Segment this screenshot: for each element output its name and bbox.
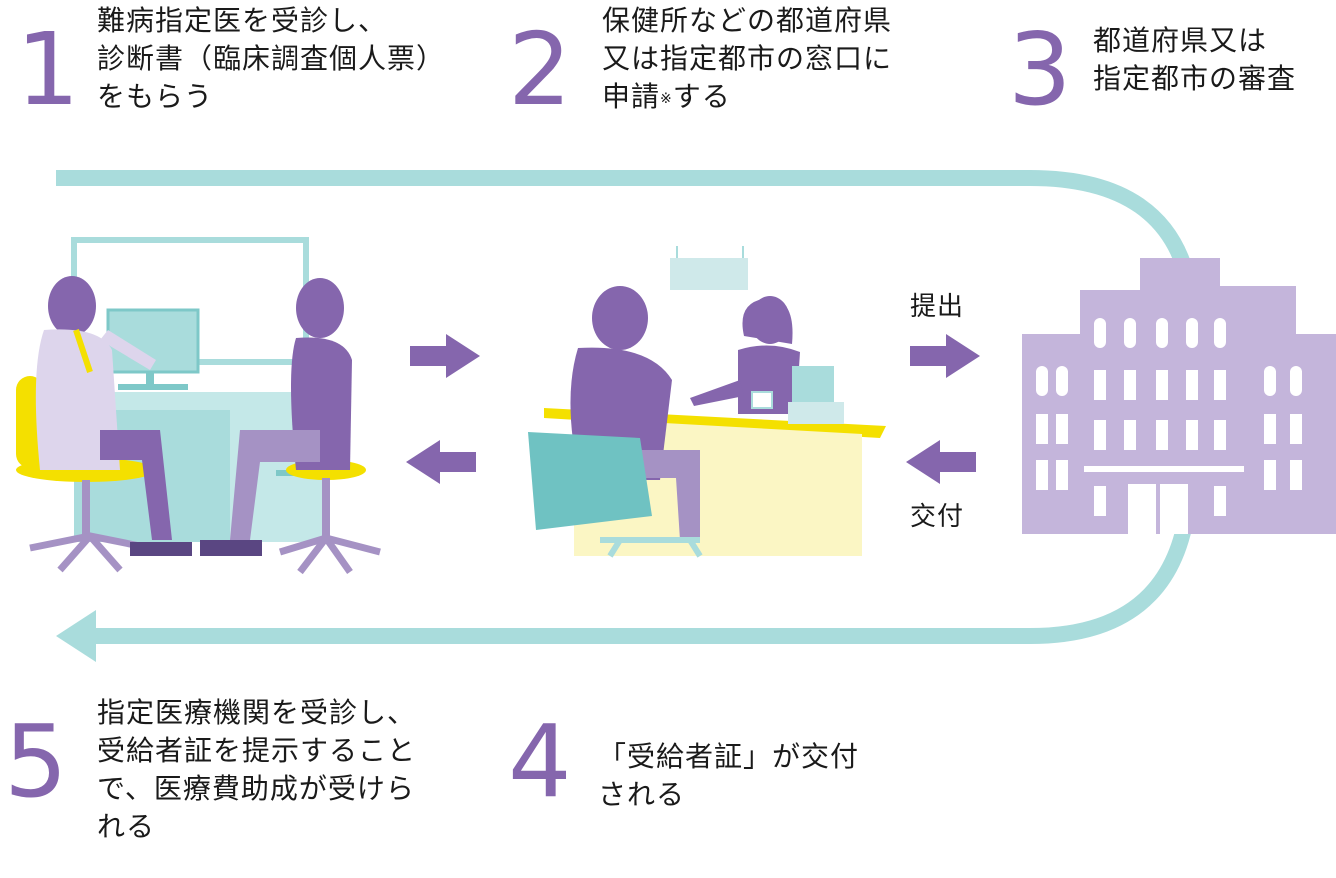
step-1-line: 難病指定医を受診し、 [97, 4, 388, 37]
government-building-icon [1022, 258, 1336, 534]
step-2-line: 保健所などの都道府県 [602, 4, 893, 37]
step-3-line: 都道府県又は [1093, 24, 1268, 57]
step-3-text: 都道府県又は 指定都市の審査 [1093, 22, 1296, 98]
step-5-line: れる [97, 810, 156, 843]
step-3-line: 指定都市の審査 [1093, 62, 1297, 95]
step-2-apply: 申請 [602, 80, 661, 113]
step-4-text: 「受給者証」が交付 される [598, 738, 859, 814]
clinic-scene [16, 237, 381, 575]
step-5-line: 指定医療機関を受診し、 [97, 696, 417, 729]
step-5-line: で、医療費助成が受けら [97, 772, 415, 805]
issue-arrow-icon [906, 440, 976, 484]
footnote-mark: ※ [660, 91, 673, 107]
counter-sign [670, 258, 748, 290]
loop-arrowhead-icon [56, 610, 96, 662]
submit-arrow-icon [910, 334, 980, 378]
customer-head [592, 286, 648, 350]
step-number-1: 1 [16, 11, 80, 128]
doctor-head [48, 276, 96, 336]
step-2-text: 保健所などの都道府県 又は指定都市の窓口に 申請※する [602, 2, 892, 116]
step-2-line: 又は指定都市の窓口に [602, 42, 893, 75]
arrow-left-icon [406, 440, 476, 484]
step-2-line: 申請※する [602, 78, 892, 116]
step-2-tail: する [672, 80, 731, 113]
issue-label: 交付 [910, 502, 965, 532]
step-1-line: をもらう [97, 80, 214, 113]
doctor-coat [35, 329, 120, 470]
step-4-line: される [598, 778, 686, 811]
submit-label: 提出 [910, 292, 965, 322]
step-number-4: 4 [508, 703, 572, 820]
customer-chair [528, 432, 652, 530]
step-number-3: 3 [1008, 11, 1072, 128]
patient-head [296, 278, 344, 338]
step-number-5: 5 [4, 703, 68, 820]
building-windows [1036, 318, 1302, 534]
step-1-text: 難病指定医を受診し、 診断書（臨床調査個人票） をもらう [97, 2, 445, 116]
step-5-line: 受給者証を提示すること [97, 734, 417, 767]
step-4-line: 「受給者証」が交付 [598, 740, 860, 773]
step-5-text: 指定医療機関を受診し、 受給者証を提示すること で、医療費助成が受けら れる [97, 694, 416, 846]
counter-scene [528, 246, 886, 558]
step-1-line: 診断書（臨床調査個人票） [97, 42, 446, 75]
step-number-2: 2 [508, 11, 572, 128]
arrow-right-icon [410, 334, 480, 378]
